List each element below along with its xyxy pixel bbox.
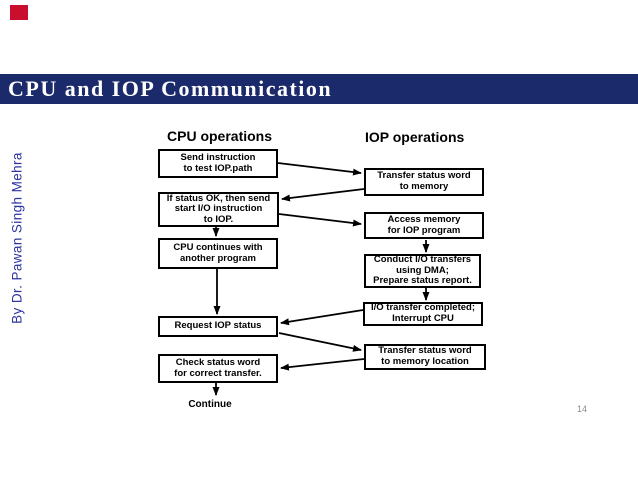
arrow-send-to-transfer [277,162,362,176]
node-conduct-io-transfers: Conduct I/O transfers using DMA; Prepare… [364,254,481,288]
node-access-memory: Access memory for IOP program [364,212,484,239]
slide-title-bar: CPU and IOP Communication [0,74,638,104]
slide-accent-red-mark [10,5,28,20]
node-request-iop-status: Request IOP status [158,316,278,337]
continue-label: Continue [188,399,232,410]
arrow-transfer-to-ifstatus [281,188,365,202]
iop-operations-heading: IOP operations [365,129,465,145]
arrow-transfer2-to-check [280,358,365,371]
arrow-iodone-to-request [280,309,364,326]
node-if-status-ok: If status OK, then send start I/O instru… [158,192,279,227]
arrow-ifstatus-to-access [278,213,362,227]
node-cpu-continues: CPU continues with another program [158,238,278,269]
author-byline: By Dr. Pawan Singh Mehra [9,152,25,324]
arrow-request-to-transfer2 [278,332,362,352]
node-transfer-to-memory-location: Transfer status word to memory location [364,344,486,370]
cpu-operations-heading: CPU operations [167,128,273,144]
page-number: 14 [577,404,588,414]
node-send-instruction: Send instruction to test IOP.path [158,149,278,178]
node-io-transfer-completed: I/O transfer completed; Interrupt CPU [363,302,483,326]
slide-title: CPU and IOP Communication [8,76,333,101]
node-check-status-word: Check status word for correct transfer. [158,354,278,383]
node-transfer-status-word: Transfer status word to memory [364,168,484,196]
